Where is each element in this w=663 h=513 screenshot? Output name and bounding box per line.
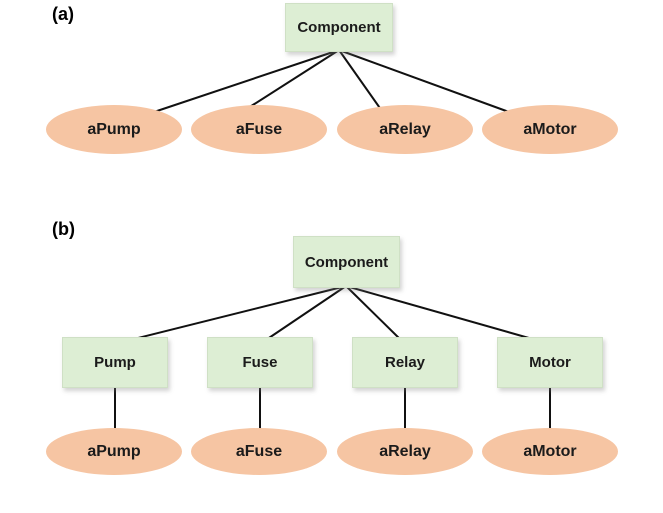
- node-afuse-a: aFuse: [191, 105, 327, 154]
- node-component-b: Component: [293, 236, 400, 288]
- node-pump: Pump: [62, 337, 168, 388]
- node-relay: Relay: [352, 337, 458, 388]
- panel-a-label: (a): [52, 4, 74, 24]
- node-arelay-b: aRelay: [337, 428, 473, 475]
- node-afuse-b: aFuse: [191, 428, 327, 475]
- node-apump-b: aPump: [46, 428, 182, 475]
- node-fuse: Fuse: [207, 337, 313, 388]
- node-motor: Motor: [497, 337, 603, 388]
- node-component-a: Component: [285, 3, 393, 52]
- node-amotor-a: aMotor: [482, 105, 618, 154]
- panel-b-label: (b): [52, 219, 75, 239]
- node-apump-a: aPump: [46, 105, 182, 154]
- node-amotor-b: aMotor: [482, 428, 618, 475]
- node-arelay-a: aRelay: [337, 105, 473, 154]
